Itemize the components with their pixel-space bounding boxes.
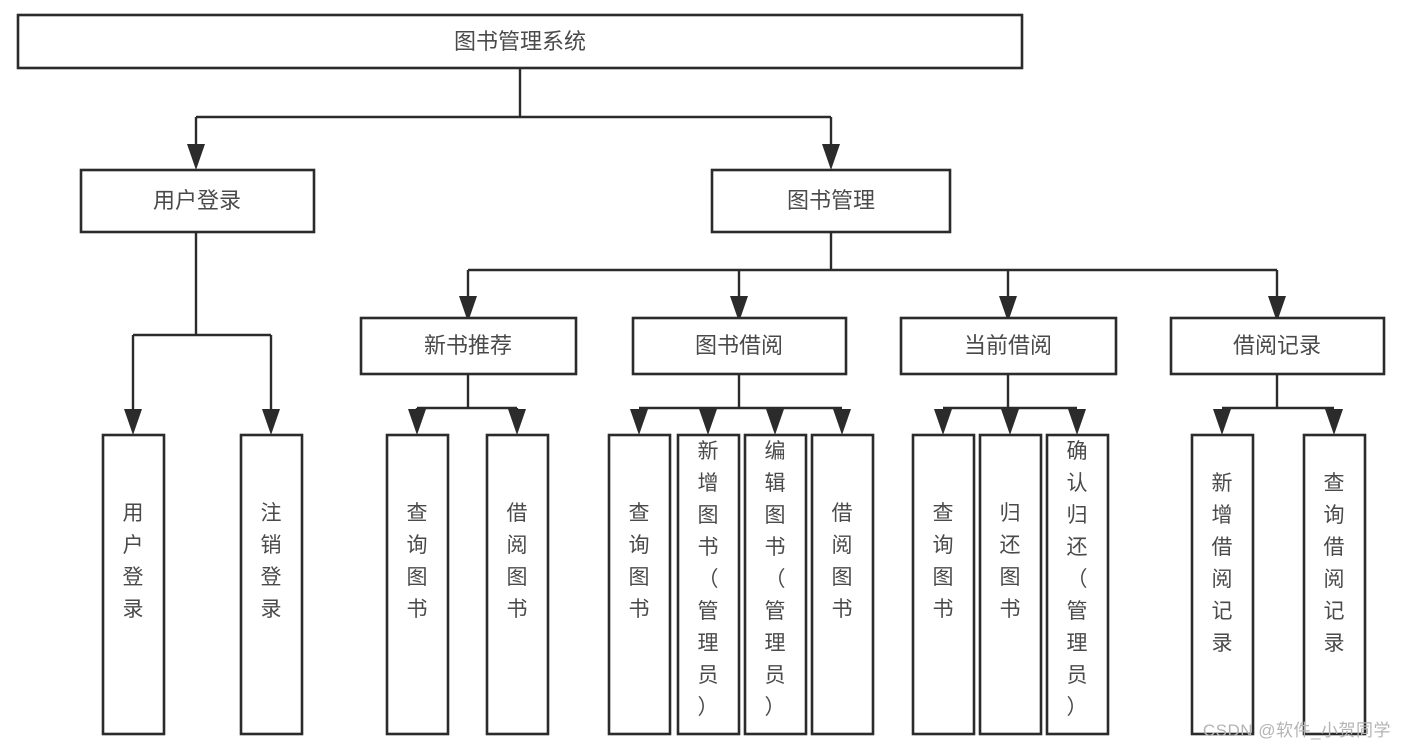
arrow-to-current-leaf-3	[1068, 409, 1086, 435]
leaf-node[interactable]: 查询图书	[607, 433, 672, 736]
node-current-borrow-box[interactable]	[899, 316, 1118, 376]
leaf-box-add-record[interactable]	[1190, 433, 1255, 736]
node-borrow-record-box[interactable]	[1169, 316, 1386, 376]
leaf-box-borrow-book-1[interactable]	[485, 433, 550, 736]
leaf-label-query-book-2: 查询图书	[629, 502, 650, 621]
leaf-box-query-book-2[interactable]	[607, 433, 672, 736]
node-book-management-label: 图书管理	[787, 188, 875, 213]
leaf-node[interactable]: 借阅图书	[485, 433, 550, 736]
arrow-to-record-leaf-2	[1325, 409, 1343, 435]
leaf-node[interactable]: 确认归还（管理员）	[1045, 433, 1110, 736]
leaf-label-query-book-1: 查询图书	[407, 502, 428, 621]
leaf-node[interactable]: 查询图书	[911, 433, 976, 736]
node-new-book-recommend-box[interactable]	[359, 316, 578, 376]
arrow-to-user-login	[187, 144, 205, 170]
leaf-box-confirm-return[interactable]	[1045, 433, 1110, 736]
leaf-label-user-login: 用户登录	[123, 502, 144, 621]
arrow-to-leaf-logout	[262, 409, 280, 435]
leaf-node[interactable]: 用户登录	[101, 433, 166, 736]
node-user-login-box[interactable]	[79, 168, 316, 234]
leaf-box-return-book[interactable]	[978, 433, 1043, 736]
leaf-label-query-record: 查询借阅记录	[1324, 472, 1345, 655]
node-new-book-recommend-label: 新书推荐	[424, 333, 512, 358]
leaf-box-logout[interactable]	[239, 433, 304, 736]
node-borrow-record[interactable]: 借阅记录	[1169, 316, 1386, 376]
node-user-login-label: 用户登录	[153, 188, 241, 213]
leaf-node[interactable]: 编辑图书（管理员）	[743, 433, 808, 736]
node-root-label: 图书管理系统	[454, 29, 586, 54]
arrow-to-borrow-leaf-3	[766, 409, 784, 435]
node-book-borrow-box[interactable]	[631, 316, 848, 376]
leaf-box-user-login[interactable]	[101, 433, 166, 736]
leaf-node[interactable]: 查询借阅记录	[1302, 433, 1367, 736]
leaf-node[interactable]: 注销登录	[239, 433, 304, 736]
arrow-to-borrow-leaf-4	[833, 409, 851, 435]
leaf-node[interactable]: 借阅图书	[810, 433, 875, 736]
node-new-book-recommend[interactable]: 新书推荐	[359, 316, 578, 376]
arrow-to-current-leaf-2	[1001, 409, 1019, 435]
arrow-to-newbook-leaf-2	[508, 409, 526, 435]
node-book-borrow-label: 图书借阅	[695, 333, 783, 358]
leaf-node[interactable]: 归还图书	[978, 433, 1043, 736]
arrow-to-leaf-user-login	[124, 409, 142, 435]
node-current-borrow-label: 当前借阅	[964, 333, 1052, 358]
node-borrow-record-label: 借阅记录	[1233, 333, 1321, 358]
arrow-to-book-mgmt	[822, 144, 840, 170]
node-book-management-box[interactable]	[710, 168, 952, 234]
leaf-label-borrow-book-1: 借阅图书	[507, 502, 528, 621]
node-user-login[interactable]: 用户登录	[79, 168, 316, 234]
leaf-node[interactable]: 查询图书	[385, 433, 450, 736]
leaf-label-query-book-3: 查询图书	[933, 502, 954, 621]
node-book-borrow[interactable]: 图书借阅	[631, 316, 848, 376]
leaf-node[interactable]: 新增图书（管理员）	[676, 433, 741, 736]
leaf-label-borrow-book-2: 借阅图书	[832, 502, 853, 621]
arrow-to-current-leaf-1	[934, 409, 952, 435]
leaf-box-query-record[interactable]	[1302, 433, 1367, 736]
node-book-management[interactable]: 图书管理	[710, 168, 952, 234]
node-root[interactable]: 图书管理系统	[16, 13, 1024, 70]
arrow-to-borrow-leaf-1	[630, 409, 648, 435]
arrow-to-record-leaf-1	[1213, 409, 1231, 435]
arrow-to-newbook-leaf-1	[408, 409, 426, 435]
node-current-borrow[interactable]: 当前借阅	[899, 316, 1118, 376]
leaf-box-edit-book[interactable]	[743, 433, 808, 736]
leaf-node[interactable]: 新增借阅记录	[1190, 433, 1255, 736]
leaf-label-add-record: 新增借阅记录	[1212, 472, 1233, 655]
leaf-label-edit-book: 编辑图书（管理员）	[765, 440, 786, 719]
leaf-box-borrow-book-2[interactable]	[810, 433, 875, 736]
leaf-box-query-book-3[interactable]	[911, 433, 976, 736]
leaf-box-query-book-1[interactable]	[385, 433, 450, 736]
leaf-label-add-book: 新增图书（管理员）	[698, 440, 719, 719]
arrow-to-borrow-leaf-2	[699, 409, 717, 435]
connector-layer	[124, 68, 1343, 435]
leaf-label-return-book: 归还图书	[1000, 502, 1021, 621]
leaf-label-confirm-return: 确认归还（管理员）	[1067, 440, 1088, 719]
leaf-label-logout: 注销登录	[261, 502, 282, 621]
node-root-box[interactable]	[16, 13, 1024, 70]
leaf-box-add-book[interactable]	[676, 433, 741, 736]
